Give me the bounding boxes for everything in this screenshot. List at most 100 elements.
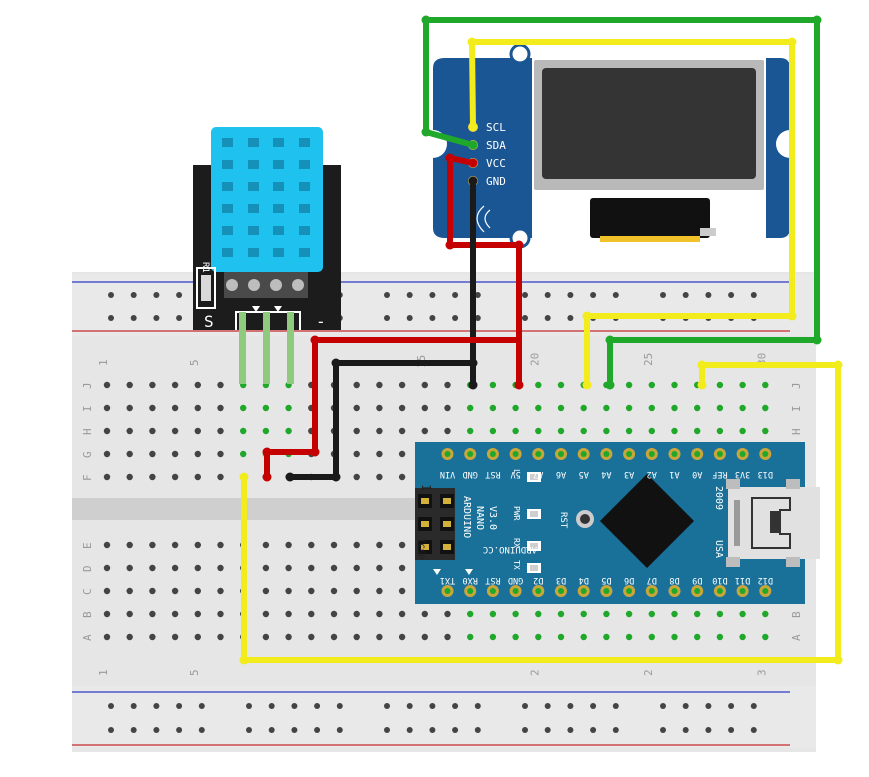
terminal-hole bbox=[217, 564, 224, 572]
rail-hole bbox=[429, 315, 436, 321]
terminal-hole bbox=[353, 404, 360, 412]
terminal-hole bbox=[376, 473, 383, 481]
column-number-top: 20 bbox=[528, 353, 541, 366]
wire-end bbox=[468, 122, 478, 132]
dht11-vent bbox=[248, 138, 259, 147]
terminal-hole bbox=[557, 427, 565, 435]
nano-bottom-pin bbox=[512, 588, 519, 594]
dht11-vent bbox=[299, 138, 310, 147]
dht11-pin-marker-2 bbox=[274, 306, 282, 312]
terminal-hole bbox=[103, 633, 111, 641]
nano-top-pin-label: D13 bbox=[758, 469, 773, 479]
terminal-hole bbox=[398, 633, 406, 641]
terminal-hole bbox=[353, 450, 360, 458]
rail-hole bbox=[474, 292, 481, 298]
terminal-hole bbox=[421, 610, 428, 618]
nano-bottom-pin-label: GND bbox=[508, 575, 523, 585]
nano-bottom-pin bbox=[558, 588, 564, 594]
wire-end bbox=[582, 311, 592, 321]
terminal-hole bbox=[353, 564, 360, 572]
terminal-hole bbox=[262, 564, 270, 572]
column-number-bottom: 1 bbox=[97, 669, 110, 676]
rail-hole bbox=[130, 315, 137, 321]
row-letter-right: A bbox=[790, 634, 803, 641]
nano-bottom-pin-label: D12 bbox=[758, 575, 773, 585]
icsp-pin bbox=[443, 544, 451, 550]
terminal-hole bbox=[149, 381, 156, 389]
nano-board-name: ARDUINO bbox=[461, 496, 472, 538]
terminal-hole bbox=[126, 450, 133, 458]
terminal-hole bbox=[376, 633, 383, 641]
nano-mcu-chip bbox=[600, 474, 694, 568]
terminal-hole bbox=[625, 404, 633, 412]
wire-ends bbox=[239, 15, 843, 665]
rail-hole bbox=[522, 703, 528, 709]
nano-top-pin-label: A7 bbox=[533, 469, 543, 479]
wire-end bbox=[445, 153, 455, 163]
row-letter-left: I bbox=[81, 405, 94, 412]
terminal-hole bbox=[625, 427, 633, 435]
dht11-pin-1 bbox=[226, 279, 238, 291]
rail-hole bbox=[246, 703, 252, 709]
wire-black-dht bbox=[287, 360, 476, 480]
terminal-hole bbox=[217, 381, 224, 389]
terminal-hole bbox=[376, 381, 383, 389]
dht11-vent bbox=[248, 226, 259, 235]
dht11-pin-3 bbox=[270, 279, 282, 291]
oled-pin-sda-label: SDA bbox=[486, 139, 506, 152]
terminal-hole bbox=[171, 404, 179, 412]
terminal-hole bbox=[217, 633, 224, 641]
terminal-hole bbox=[103, 587, 111, 595]
terminal-hole bbox=[103, 610, 111, 618]
nano-bottom-pin-label: D8 bbox=[669, 575, 679, 585]
wire-end bbox=[812, 335, 822, 345]
wire-end bbox=[445, 240, 455, 250]
terminal-hole bbox=[398, 381, 406, 389]
terminal-hole bbox=[376, 450, 383, 458]
power-rail-top bbox=[72, 274, 816, 336]
nano-bottom-pin-label: D3 bbox=[556, 575, 566, 585]
row-letter-left: D bbox=[81, 565, 94, 572]
rail-hole bbox=[522, 315, 528, 321]
nano-bottom-pin-label: D9 bbox=[692, 575, 702, 585]
nano-country: USA bbox=[713, 540, 724, 558]
terminal-hole bbox=[217, 450, 224, 458]
terminal-hole bbox=[421, 381, 428, 389]
terminal-hole bbox=[217, 473, 224, 481]
rail-hole bbox=[176, 727, 183, 733]
terminal-hole bbox=[217, 541, 224, 549]
nano-board-model: NANO bbox=[474, 506, 485, 530]
rail-hole bbox=[750, 703, 757, 709]
terminal-hole bbox=[603, 633, 610, 641]
dht11-resistor-outline bbox=[196, 267, 216, 309]
terminal-hole bbox=[285, 541, 292, 549]
row-letter-left: E bbox=[81, 542, 94, 549]
terminal-hole bbox=[398, 587, 406, 595]
terminal-hole bbox=[330, 541, 338, 549]
terminal-hole bbox=[376, 404, 383, 412]
nano-bottom-pin-label: TX1 bbox=[440, 575, 455, 585]
icsp-pin bbox=[443, 521, 451, 527]
nano-year: 2009 bbox=[713, 486, 724, 510]
rail-hole bbox=[474, 315, 481, 321]
rail-hole bbox=[198, 703, 205, 709]
power-rail-bottom bbox=[72, 686, 816, 748]
terminal-hole bbox=[285, 427, 292, 435]
rail-hole bbox=[750, 292, 757, 298]
rail-hole bbox=[153, 315, 160, 321]
nano-top-pin bbox=[580, 451, 587, 457]
nano-icsp-pin1: 1 bbox=[419, 484, 433, 491]
nano-top-pin-label: A3 bbox=[624, 469, 634, 479]
rail-hole bbox=[522, 727, 528, 733]
rail-hole bbox=[612, 727, 619, 733]
terminal-hole bbox=[625, 381, 633, 389]
dht11-sensor-body bbox=[211, 127, 323, 272]
wire-end bbox=[262, 472, 272, 482]
dht11-vent bbox=[248, 248, 259, 257]
terminal-hole bbox=[398, 473, 406, 481]
wire-end bbox=[468, 176, 478, 186]
rail-hole bbox=[130, 292, 137, 298]
terminal-hole bbox=[171, 541, 179, 549]
rail-hole bbox=[384, 703, 390, 709]
terminal-hole bbox=[353, 473, 360, 481]
